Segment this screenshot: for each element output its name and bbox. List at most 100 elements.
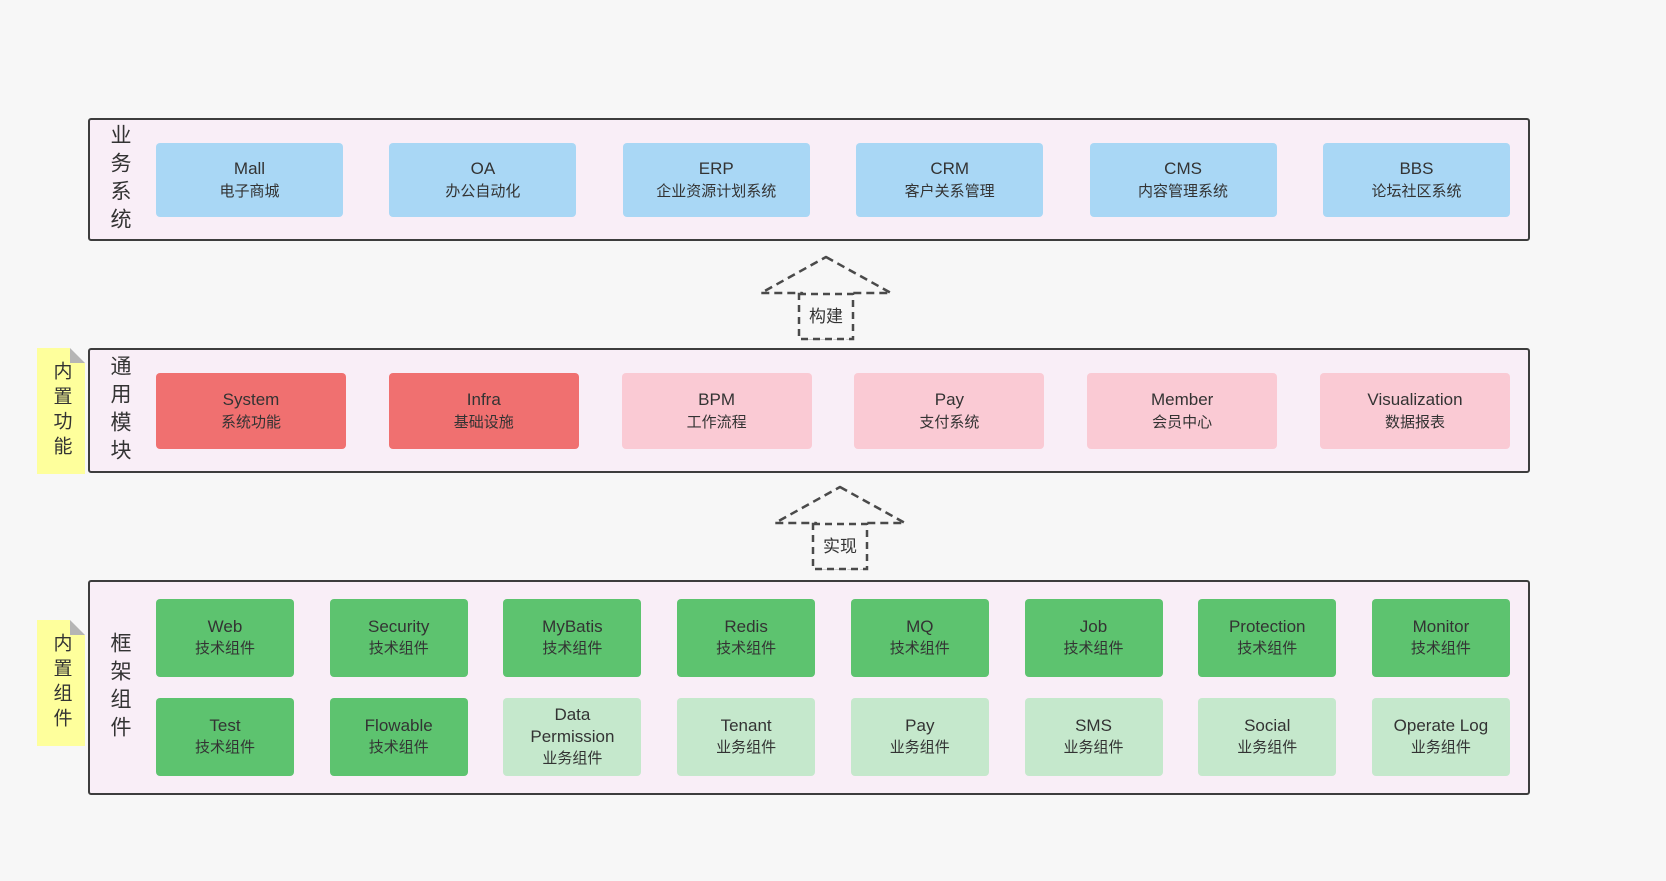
box-infra: Infra 基础设施 (388, 372, 579, 449)
node-title: Tenant (720, 716, 772, 735)
box-data-permission: Data Permission 业务组件 (503, 698, 642, 776)
node-subtitle: 业务组件 (1410, 739, 1471, 756)
node-subtitle: 技术组件 (194, 739, 255, 756)
node-subtitle: 企业资源计划系统 (656, 182, 777, 200)
node-subtitle: 业务组件 (542, 750, 603, 767)
node-title: Test (209, 716, 241, 735)
builtin-components-sticky: 内置组件 (37, 620, 85, 746)
framework-components-panel: 框架组件 Web 技术组件 Security 技术组件 MyBatis 技术组件… (88, 580, 1530, 795)
node-subtitle: 技术组件 (1410, 640, 1471, 657)
box-bbs: BBS 论坛社区系统 (1322, 142, 1510, 217)
node-title: Security (367, 617, 430, 636)
node-title: MyBatis (542, 617, 603, 636)
node-subtitle: 数据报表 (1384, 413, 1445, 431)
node-subtitle: 内容管理系统 (1138, 182, 1229, 200)
node-title: ERP (698, 158, 734, 178)
node-title: Member (1151, 389, 1214, 409)
business-systems-panel: 业务系统 Mall 电子商城 OA 办公自动化 ERP 企业资源计划系统 CRM… (88, 118, 1530, 241)
node-subtitle: 技术组件 (889, 640, 950, 657)
components-panel-label: 框架组件 (108, 631, 131, 744)
build-arrow: 构建 (758, 254, 894, 342)
box-flowable: Flowable 技术组件 (329, 698, 468, 776)
node-title: BBS (1399, 158, 1434, 178)
node-subtitle: 技术组件 (716, 640, 777, 657)
box-sms: SMS 业务组件 (1024, 698, 1163, 776)
box-oa: OA 办公自动化 (389, 142, 577, 217)
node-subtitle: 论坛社区系统 (1371, 182, 1462, 200)
node-subtitle: 会员中心 (1152, 413, 1213, 431)
node-title: Redis (724, 617, 768, 636)
node-title: Job (1079, 617, 1108, 636)
node-subtitle: 技术组件 (368, 640, 429, 657)
node-title: CMS (1164, 158, 1202, 178)
node-title: Mall (233, 158, 266, 178)
component-boxes-grid: Web 技术组件 Security 技术组件 MyBatis 技术组件 Redi… (156, 599, 1510, 776)
box-mybatis: MyBatis 技术组件 (503, 599, 642, 677)
node-subtitle: 工作流程 (686, 413, 747, 431)
business-boxes-row: Mall 电子商城 OA 办公自动化 ERP 企业资源计划系统 CRM 客户关系… (156, 142, 1510, 217)
up-arrow-icon (759, 255, 893, 341)
node-subtitle: 技术组件 (1063, 640, 1124, 657)
node-subtitle: 技术组件 (1237, 640, 1298, 657)
box-crm: CRM 客户关系管理 (856, 142, 1044, 217)
box-bpm: BPM 工作流程 (621, 372, 812, 449)
box-erp: ERP 企业资源计划系统 (622, 142, 810, 217)
node-subtitle: 技术组件 (368, 739, 429, 756)
node-subtitle: 办公自动化 (445, 182, 521, 200)
box-protection: Protection 技术组件 (1198, 599, 1337, 677)
modules-panel-label: 通用模块 (108, 354, 131, 467)
box-mq: MQ 技术组件 (850, 599, 989, 677)
box-test: Test 技术组件 (156, 698, 294, 776)
box-mall: Mall 电子商城 (156, 142, 343, 217)
node-title: SMS (1075, 716, 1112, 735)
node-title: Web (207, 617, 243, 636)
node-title: Visualization (1367, 389, 1463, 409)
node-title: Pay (905, 716, 935, 735)
node-title: Monitor (1412, 617, 1470, 636)
node-subtitle: 业务组件 (1063, 739, 1124, 756)
box-visualization: Visualization 数据报表 (1319, 372, 1510, 449)
builtin-functions-label: 内置功能 (50, 361, 72, 461)
box-redis: Redis 技术组件 (677, 599, 816, 677)
component-row-2: Test 技术组件 Flowable 技术组件 Data Permission … (156, 698, 1510, 776)
business-panel-label: 业务系统 (108, 123, 131, 236)
node-title: OA (470, 158, 496, 178)
node-subtitle: 系统功能 (220, 413, 281, 431)
box-cms: CMS 内容管理系统 (1089, 142, 1277, 217)
node-title: Social (1244, 716, 1291, 735)
common-modules-panel: 通用模块 System 系统功能 Infra 基础设施 BPM 工作流程 Pay… (88, 348, 1530, 473)
node-title: MQ (906, 617, 934, 636)
box-job: Job 技术组件 (1024, 599, 1163, 677)
box-system: System 系统功能 (156, 372, 346, 449)
box-member: Member 会员中心 (1087, 372, 1278, 449)
box-operate-log: Operate Log 业务组件 (1371, 698, 1510, 776)
node-subtitle: 电子商城 (219, 182, 280, 200)
node-title: System (222, 389, 280, 409)
module-boxes-row: System 系统功能 Infra 基础设施 BPM 工作流程 Pay 支付系统… (156, 372, 1510, 449)
node-subtitle: 技术组件 (542, 640, 603, 657)
box-pay: Pay 支付系统 (854, 372, 1045, 449)
box-pay-biz: Pay 业务组件 (850, 698, 989, 776)
box-security: Security 技术组件 (329, 599, 468, 677)
box-monitor: Monitor 技术组件 (1371, 599, 1510, 677)
implement-arrow: 实现 (772, 484, 908, 572)
node-title: Flowable (364, 716, 433, 735)
node-subtitle: 业务组件 (889, 739, 950, 756)
node-subtitle: 业务组件 (716, 739, 777, 756)
node-title: Protection (1228, 617, 1306, 636)
builtin-functions-sticky: 内置功能 (37, 348, 85, 474)
up-arrow-icon (773, 485, 907, 571)
node-title: BPM (698, 389, 736, 409)
component-row-1: Web 技术组件 Security 技术组件 MyBatis 技术组件 Redi… (156, 599, 1510, 677)
node-subtitle: 技术组件 (194, 640, 255, 657)
node-title: CRM (930, 158, 970, 178)
box-web: Web 技术组件 (156, 599, 294, 677)
node-title: Infra (466, 389, 501, 409)
node-subtitle: 业务组件 (1237, 739, 1298, 756)
node-title: Operate Log (1393, 716, 1489, 735)
node-title: Pay (934, 389, 965, 409)
node-title: Data Permission (530, 705, 615, 746)
build-arrow-label: 构建 (809, 307, 843, 326)
node-subtitle: 基础设施 (453, 413, 514, 431)
